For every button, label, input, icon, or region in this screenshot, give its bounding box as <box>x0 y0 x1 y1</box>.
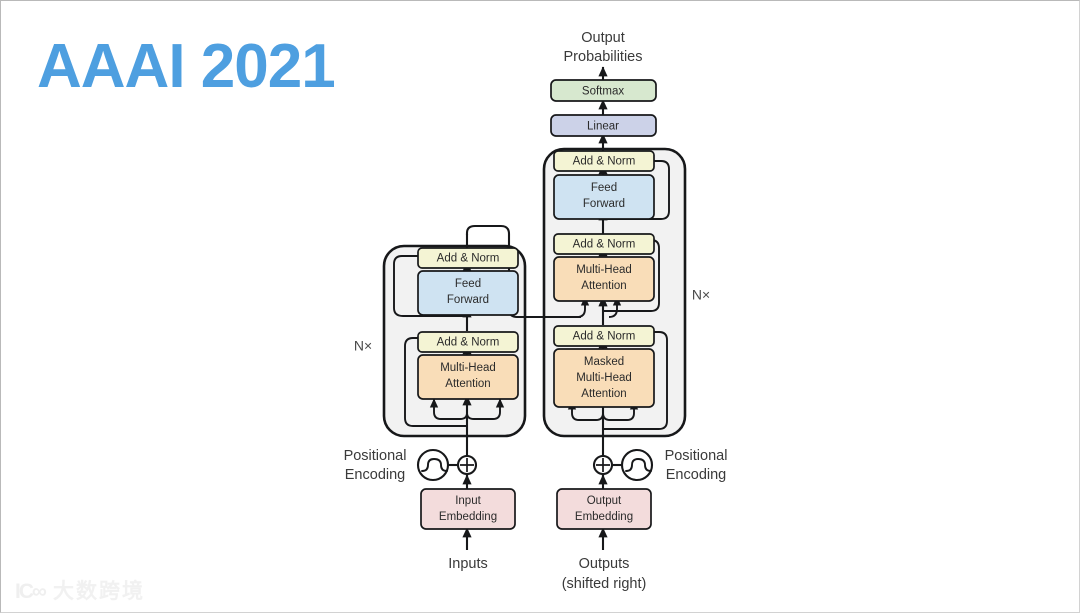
input-embedding-block[interactable] <box>420 488 516 530</box>
dec-masked-mha-label-2: Multi-Head <box>576 372 632 384</box>
decoder-sum-node <box>592 454 614 476</box>
dec-masked-mha-label-3: Attention <box>581 388 626 400</box>
enc-add-norm-2-block[interactable] <box>417 247 519 269</box>
inputs-label: Inputs <box>448 556 488 572</box>
softmax-label: Softmax <box>582 86 624 98</box>
encoder-selfattn-fan-right <box>466 398 505 420</box>
linear-block[interactable] <box>550 114 657 137</box>
enc-feed-forward-label-1: Feed <box>455 278 481 290</box>
dec-add-norm-3-block[interactable] <box>553 150 655 172</box>
output-embedding-label-1: Output <box>587 495 622 507</box>
decoder-positional-encoding-glyph <box>620 448 654 482</box>
dec-add-norm-1-block[interactable] <box>553 325 655 347</box>
input-embedding-label-2: Embedding <box>439 511 497 523</box>
decoder-positional-encoding-label-1: Positional <box>665 448 728 464</box>
decoder-residual-3 <box>603 156 670 220</box>
encoder-positional-encoding-label-2: Encoding <box>345 467 405 483</box>
enc-multi-head-attention-label-1: Multi-Head <box>440 362 496 374</box>
enc-add-norm-1-block[interactable] <box>417 331 519 353</box>
dec-multi-head-attention-label-1: Multi-Head <box>576 264 632 276</box>
encoder-residual-1 <box>404 333 467 427</box>
dec-feed-forward-label-1: Feed <box>591 182 617 194</box>
decoder-crossattn-value-arrow <box>608 296 622 318</box>
decoder-residual-1 <box>603 327 668 430</box>
dec-add-norm-1-label: Add & Norm <box>573 331 636 343</box>
outputs-label-2: (shifted right) <box>562 576 647 592</box>
input-embedding-label-1: Input <box>455 495 481 507</box>
enc-add-norm-1-label: Add & Norm <box>437 337 500 349</box>
linear-label: Linear <box>587 121 619 133</box>
output-probabilities-label-1: Output <box>581 30 625 46</box>
decoder-crossattn-key-arrow <box>576 296 590 318</box>
encoder-residual-2 <box>393 251 467 317</box>
decoder-positional-encoding-label-2: Encoding <box>666 467 726 483</box>
decoder-repeat-label: N× <box>692 287 710 303</box>
encoder-sum-node <box>456 454 478 476</box>
enc-feed-forward-block[interactable] <box>417 270 519 316</box>
output-embedding-block[interactable] <box>556 488 652 530</box>
output-embedding-label-2: Embedding <box>575 511 633 523</box>
softmax-block[interactable] <box>550 79 657 102</box>
page-title: AAAI 2021 <box>37 32 336 101</box>
dec-add-norm-2-block[interactable] <box>553 233 655 255</box>
dec-add-norm-2-label: Add & Norm <box>573 239 636 251</box>
enc-multi-head-attention-block[interactable] <box>417 354 519 400</box>
dec-feed-forward-label-2: Forward <box>583 198 625 210</box>
dec-multi-head-attention-label-2: Attention <box>581 280 626 292</box>
dec-masked-mha-label-1: Masked <box>584 356 624 368</box>
dec-add-norm-3-label: Add & Norm <box>573 156 636 168</box>
outputs-label-1: Outputs <box>579 556 630 572</box>
dec-feed-forward-block[interactable] <box>553 174 655 220</box>
enc-add-norm-2-label: Add & Norm <box>437 253 500 265</box>
enc-multi-head-attention-label-2: Attention <box>445 378 490 390</box>
encoder-repeat-label: N× <box>354 338 372 354</box>
encoder-positional-encoding-glyph <box>416 448 450 482</box>
enc-feed-forward-label-2: Forward <box>447 294 489 306</box>
dec-multi-head-attention-block[interactable] <box>553 256 655 302</box>
output-probabilities-label-2: Probabilities <box>564 49 643 65</box>
decoder-maskedattn-fan-right <box>602 400 639 421</box>
dec-masked-multi-head-attention-block[interactable] <box>553 348 655 408</box>
encoder-positional-encoding-label-1: Positional <box>344 448 407 464</box>
